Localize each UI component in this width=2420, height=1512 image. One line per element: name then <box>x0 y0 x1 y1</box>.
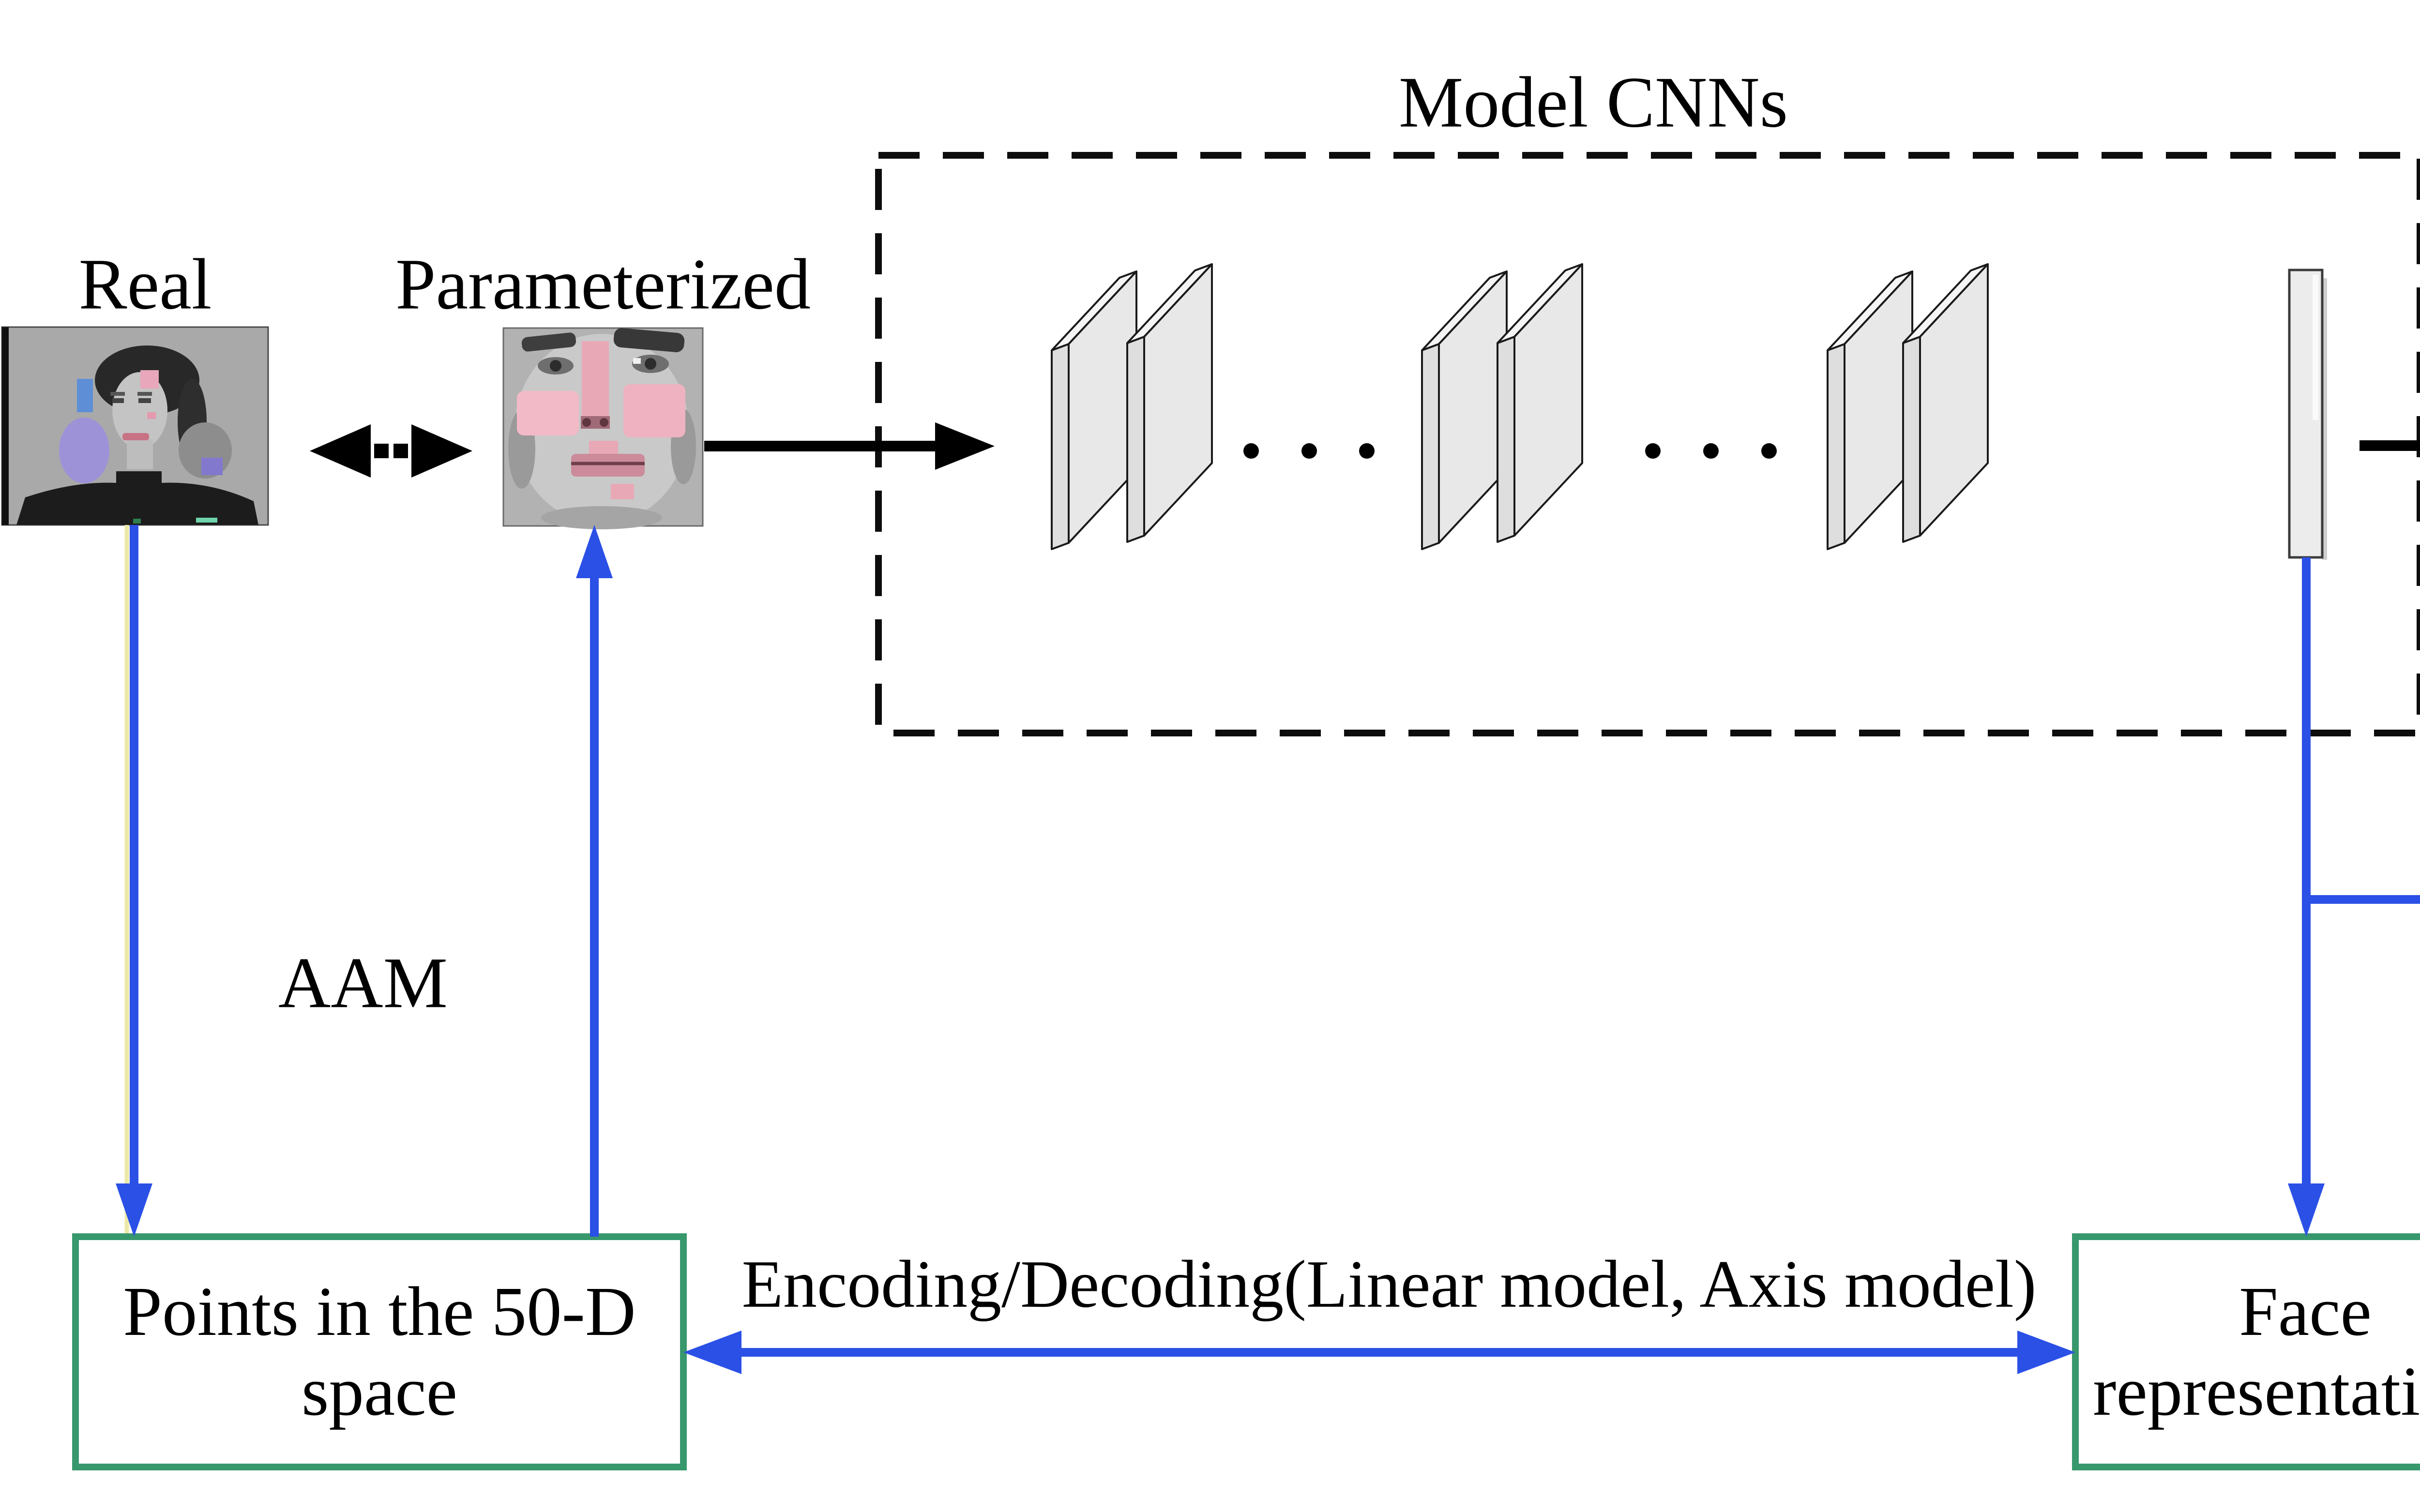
representations-box-line2: representations <box>2093 1353 2420 1430</box>
cnn-layer-pair-1 <box>1051 263 1213 550</box>
representations-box-label: Face representations <box>2075 1237 2420 1467</box>
points-box-line2: space <box>301 1353 457 1430</box>
points-box <box>72 1233 687 1470</box>
representations-box <box>2072 1233 2420 1470</box>
points-box-line1: Points in the 50-D <box>123 1272 636 1350</box>
feature-to-classification-arrow <box>2360 440 2420 451</box>
real-to-points-arrow <box>116 525 152 1237</box>
real-face-photo <box>1 326 269 526</box>
slab-to-representations-arrow <box>2288 557 2325 1237</box>
real-label: Real <box>78 244 212 325</box>
parameterized-to-cnn-arrow <box>704 422 995 470</box>
representations-to-verification-upper-arrow <box>2302 895 2420 904</box>
parameterized-face-photo <box>502 327 704 529</box>
points-to-parameterized-arrow <box>576 525 613 1237</box>
encoding-decoding-double-arrow <box>683 1331 2075 1374</box>
aam-label: AAM <box>278 943 448 1023</box>
representations-box-line1: Face <box>2239 1272 2372 1350</box>
ellipsis-dots-icon <box>1243 443 1777 459</box>
points-box-label: Points in the 50-D space <box>76 1237 683 1467</box>
parameterized-label: Parameterized <box>395 244 811 325</box>
cnn-layer-pair-3 <box>1827 263 1989 550</box>
encoding-decoding-label: Encoding/Decoding(Linear model, Axis mod… <box>741 1246 2037 1322</box>
feature-vector-slab <box>2288 269 2327 560</box>
model-cnns-label: Model CNNs <box>1398 62 1788 143</box>
cnn-layer-pair-2 <box>1421 263 1583 550</box>
real-parameterized-arrow <box>310 424 472 478</box>
